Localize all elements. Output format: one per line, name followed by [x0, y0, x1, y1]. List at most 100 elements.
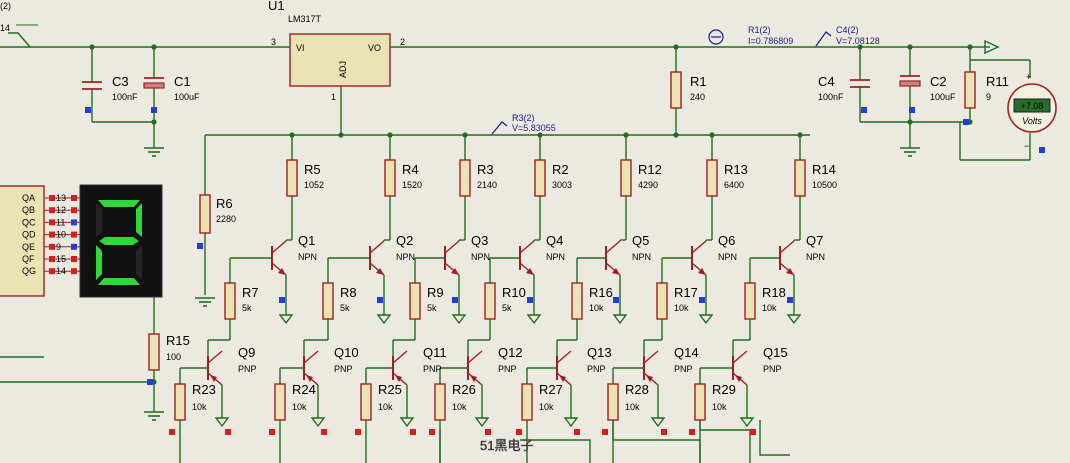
decoder-pin-number: 13 — [56, 193, 66, 203]
transistor-ref: Q5 — [632, 233, 649, 248]
transistor-type: PNP — [238, 364, 257, 374]
npn-transistor — [779, 240, 795, 254]
segment-e — [96, 245, 102, 280]
resistor-body — [434, 383, 446, 421]
pin — [861, 107, 867, 113]
capacitor-c1 — [143, 82, 165, 89]
resistor-value: 10k — [589, 303, 604, 313]
resistor-value: 2280 — [216, 214, 236, 224]
resistor-value: 10k — [192, 402, 207, 412]
probe-label: 14 — [0, 23, 10, 33]
pin — [71, 231, 77, 238]
resistor-body — [794, 159, 806, 197]
transistor-type: PNP — [334, 364, 353, 374]
resistor-body — [607, 383, 619, 421]
resistor-ref: R14 — [812, 162, 836, 177]
pin — [169, 429, 175, 435]
resistor-body — [521, 383, 533, 421]
ground-symbol — [214, 417, 230, 428]
probe-value: I=0.786809 — [748, 36, 793, 46]
resistor-body — [656, 282, 668, 320]
segment-g — [99, 237, 139, 245]
pin — [49, 207, 55, 214]
npn-transistor — [698, 268, 706, 275]
pin — [147, 379, 153, 385]
decoder-output-label: QB — [22, 205, 35, 215]
pin — [699, 297, 705, 303]
npn-transistor — [519, 240, 535, 254]
voltmeter-display — [1013, 98, 1051, 113]
pin — [71, 207, 77, 214]
junction-dot — [338, 132, 344, 138]
resistor-value: 10k — [674, 303, 689, 313]
pnp-transistor — [556, 350, 572, 364]
pin — [485, 429, 491, 435]
resistor-body — [224, 282, 236, 320]
resistor-value: 10k — [452, 402, 467, 412]
transistor-ref: Q4 — [546, 233, 563, 248]
resistor-ref: R5 — [304, 162, 321, 177]
pnp-transistor — [210, 375, 217, 382]
decoder-pin-number: 12 — [56, 205, 66, 215]
resistor-value: 9 — [986, 92, 991, 102]
pin — [71, 243, 77, 250]
resistor-value: 1052 — [304, 180, 324, 190]
resistor-value: 2140 — [477, 180, 497, 190]
resistor-ref: R3 — [477, 162, 494, 177]
resistor-body — [360, 383, 372, 421]
wire — [8, 32, 31, 48]
resistor-ref: R28 — [625, 382, 649, 397]
pin — [377, 297, 383, 303]
decoder-pin-number: 14 — [56, 266, 66, 276]
resistor-ref: R10 — [502, 285, 526, 300]
cap-value: 100nF — [112, 92, 138, 102]
transistor-ref: Q13 — [587, 345, 612, 360]
transistor-ref: Q14 — [674, 345, 699, 360]
ground-symbol — [376, 314, 392, 325]
npn-transistor — [786, 268, 794, 275]
cap-ref: C2 — [930, 74, 947, 89]
npn-transistor — [376, 268, 384, 275]
pnp-transistor — [392, 350, 408, 364]
npn-transistor — [369, 240, 385, 254]
lm317-regulator — [289, 33, 391, 87]
ground-symbol — [399, 417, 415, 428]
voltmeter-plus: + — [1026, 72, 1031, 82]
resistor-value: 6400 — [724, 180, 744, 190]
transistor-ref: Q12 — [498, 345, 523, 360]
resistor-body — [964, 71, 976, 109]
pin — [49, 231, 55, 238]
wire — [520, 439, 591, 463]
pin — [574, 429, 580, 435]
pin — [197, 243, 203, 249]
pnp-transistor — [470, 375, 477, 382]
pnp-transistor — [646, 375, 653, 382]
ground-symbol — [739, 417, 755, 428]
transistor-type: NPN — [546, 252, 565, 262]
decoder-pin-number: 9 — [56, 242, 61, 252]
pin — [49, 268, 55, 275]
ground-symbol — [786, 314, 802, 325]
pin — [49, 219, 55, 226]
probe-label: R1(2) — [748, 25, 771, 35]
probe-label: C4(2) — [836, 25, 859, 35]
cap-value: 100uF — [174, 92, 200, 102]
voltage-probe-icon — [491, 121, 508, 135]
regulator-pin-num: 1 — [331, 92, 336, 102]
wires — [0, 32, 1031, 463]
pin — [49, 195, 55, 201]
transistor-type: NPN — [806, 252, 825, 262]
segment-f — [96, 203, 102, 237]
transistor-ref: Q7 — [806, 233, 823, 248]
resistor-ref: R29 — [712, 382, 736, 397]
voltmeter-units: Volts — [1022, 116, 1042, 126]
resistor-value: 240 — [690, 92, 705, 102]
ground-symbol — [563, 417, 579, 428]
voltage-probe-icon — [815, 31, 832, 47]
segment-b — [136, 203, 142, 237]
resistor-ref: R8 — [340, 285, 357, 300]
pin — [355, 429, 361, 435]
regulator-pin: VO — [368, 43, 381, 53]
resistor-ref: R9 — [427, 285, 444, 300]
